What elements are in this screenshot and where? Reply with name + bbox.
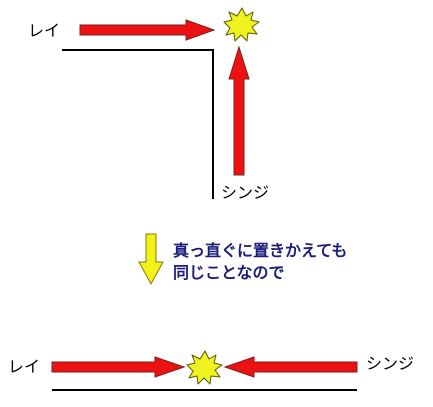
shinji-label-top: シンジ [221, 183, 270, 202]
shinji-arrow-top [228, 45, 250, 176]
collision-flash-top-icon [223, 7, 260, 42]
caption-line-2: 同じことなので [173, 263, 285, 282]
collision-flash-bottom-icon [186, 350, 223, 385]
shinji-arrow-bottom [223, 356, 358, 378]
rei-arrow-top [79, 19, 216, 41]
corner-wall-line [62, 49, 214, 199]
rei-label-bottom: レイ [8, 357, 41, 376]
rei-label-top: レイ [28, 21, 61, 40]
shinji-label-bottom: シンジ [366, 354, 415, 373]
rei-arrow-bottom [51, 356, 186, 378]
down-arrow-icon [138, 233, 164, 286]
explanation-caption: 真っ直ぐに置きかえても 同じことなので [173, 240, 347, 284]
caption-line-1: 真っ直ぐに置きかえても [173, 241, 348, 260]
